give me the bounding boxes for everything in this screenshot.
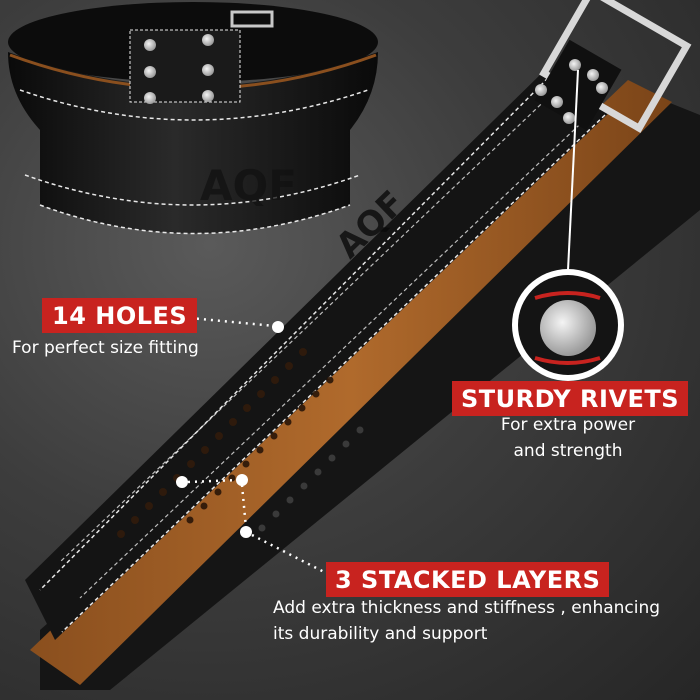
- rivets-description-line1: For extra power: [500, 415, 636, 435]
- rivets-description-line2: and strength: [513, 441, 623, 461]
- holes-description: For perfect size fitting: [12, 338, 199, 358]
- stacked-layers: AQF: [25, 70, 700, 690]
- rivet-magnifier: [512, 69, 624, 381]
- belt-holes: [117, 348, 307, 538]
- ring-logo-emboss: AQF: [200, 161, 297, 210]
- layers-badge: 3 STACKED LAYERS: [326, 562, 610, 597]
- layers-description-line2: its durability and support: [273, 624, 488, 644]
- layers-description: Add extra thickness and stiffness , enha…: [273, 595, 660, 647]
- rivets-description: For extra power and strength: [468, 412, 668, 464]
- belt-ring: AQF: [8, 2, 378, 235]
- rivets-badge: STURDY RIVETS: [452, 381, 689, 416]
- callout-leaders: [176, 316, 329, 576]
- holes-badge: 14 HOLES: [42, 298, 198, 333]
- layers-description-line1: Add extra thickness and stiffness , enha…: [273, 598, 661, 618]
